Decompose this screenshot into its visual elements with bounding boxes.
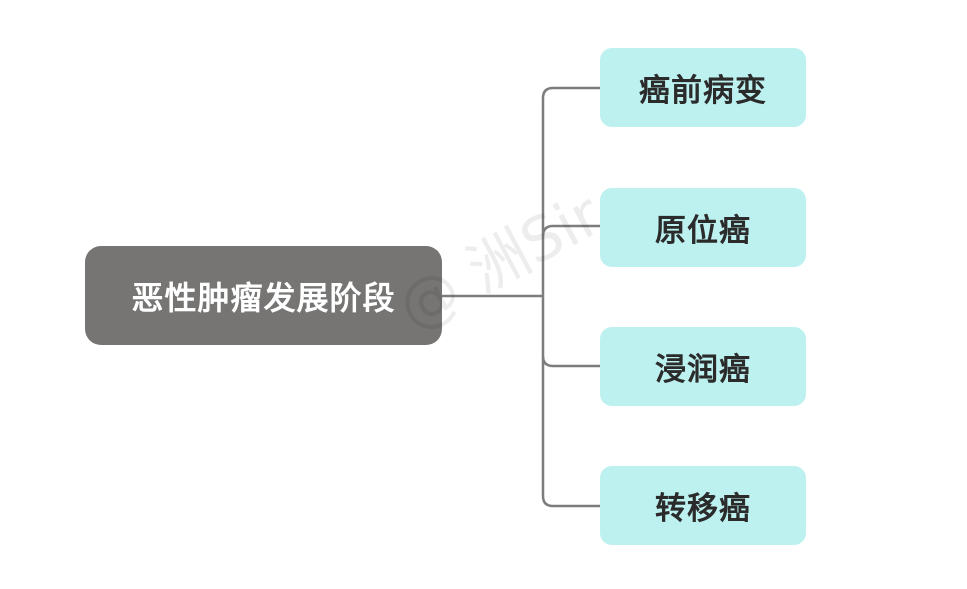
child-node-in-situ[interactable]: 原位癌 xyxy=(600,188,806,267)
child-node-metastatic[interactable]: 转移癌 xyxy=(600,466,806,545)
child-node-label: 转移癌 xyxy=(655,491,751,527)
branch-connector-2 xyxy=(541,224,600,237)
root-node[interactable]: 恶性肿瘤发展阶段 xyxy=(85,246,442,345)
child-node-label: 原位癌 xyxy=(655,213,751,249)
branch-trunk xyxy=(541,86,554,508)
branch-connector-3 xyxy=(541,355,600,368)
child-node-invasive[interactable]: 浸润癌 xyxy=(600,327,806,406)
child-node-label: 浸润癌 xyxy=(655,352,751,388)
root-node-label: 恶性肿瘤发展阶段 xyxy=(131,278,396,317)
child-node-label: 癌前病变 xyxy=(639,73,767,109)
child-node-precancerous[interactable]: 癌前病变 xyxy=(600,48,806,127)
